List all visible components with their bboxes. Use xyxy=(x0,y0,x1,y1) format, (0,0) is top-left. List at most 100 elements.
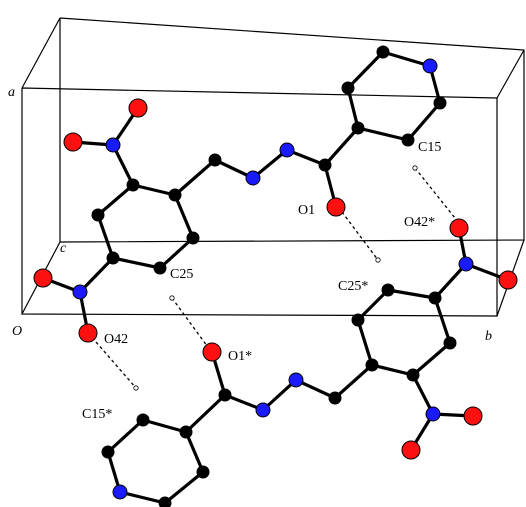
bond xyxy=(370,363,415,377)
atom-c xyxy=(406,368,420,382)
bond xyxy=(141,418,188,434)
atom-c xyxy=(433,96,447,110)
bond xyxy=(131,183,177,197)
label-o1-star: O1* xyxy=(228,349,252,364)
nitrogen-atoms xyxy=(72,58,474,500)
bond xyxy=(106,418,145,454)
atom-h xyxy=(133,385,139,391)
atom-labels: C15 O1 O42* C25 C25* O42 O1* C15* xyxy=(82,140,441,422)
atom-o1-star xyxy=(202,342,222,362)
atom-c xyxy=(351,313,365,327)
atom-o1 xyxy=(326,197,346,217)
carbon-atoms xyxy=(91,45,457,507)
atom-n xyxy=(255,402,271,418)
hbond-c25-o1star xyxy=(171,297,211,351)
bond xyxy=(346,86,360,130)
atom-n xyxy=(112,484,128,500)
atom-c xyxy=(365,358,379,372)
label-c25: C25 xyxy=(170,267,193,282)
atom-c xyxy=(91,208,105,222)
bond xyxy=(346,50,385,90)
atom-o xyxy=(498,270,518,290)
bond xyxy=(173,158,217,197)
atom-c xyxy=(341,81,355,95)
bond xyxy=(96,183,135,217)
label-o42: O42 xyxy=(104,332,128,347)
axis-labels: a c O b xyxy=(8,85,492,344)
atom-c xyxy=(101,445,115,459)
atom-o xyxy=(33,268,53,288)
atom-c xyxy=(106,251,120,265)
cell-back-face xyxy=(59,17,525,243)
bond xyxy=(433,296,452,345)
atom-c xyxy=(218,388,232,402)
bond xyxy=(78,256,115,294)
axis-label-origin: O xyxy=(12,324,22,339)
oxygen-atoms xyxy=(33,98,518,460)
atom-o xyxy=(63,132,83,152)
label-c15: C15 xyxy=(418,140,441,155)
atom-h xyxy=(412,165,418,171)
atom-n xyxy=(422,58,438,74)
atom-c25 xyxy=(153,261,167,275)
atom-n xyxy=(245,170,261,186)
bond xyxy=(433,262,468,300)
axis-label-a: a xyxy=(8,85,15,100)
bond xyxy=(356,126,410,142)
axis-label-c: c xyxy=(60,241,67,256)
bond xyxy=(411,341,452,377)
atom-c xyxy=(428,291,442,305)
atom-c xyxy=(179,425,193,439)
bond xyxy=(111,256,162,270)
axis-label-b: b xyxy=(485,329,492,344)
atom-n xyxy=(458,256,474,272)
atom-o xyxy=(128,98,148,118)
hbond-o42-c15star xyxy=(95,341,137,389)
bonds xyxy=(41,50,510,505)
hydrogen-bonds xyxy=(95,167,456,389)
atom-o42-star xyxy=(449,218,469,238)
atom-c xyxy=(168,188,182,202)
bond xyxy=(323,126,360,167)
label-o42-star: O42* xyxy=(404,215,435,230)
atom-o xyxy=(401,440,421,460)
atom-c15-star xyxy=(136,413,150,427)
atom-n xyxy=(105,137,121,153)
hbond-c15-o42star xyxy=(414,167,456,219)
bond xyxy=(118,490,167,505)
bond xyxy=(163,470,205,505)
atom-n xyxy=(279,142,295,158)
atom-o xyxy=(463,406,483,426)
atom-c xyxy=(376,45,390,59)
cell-edge-2 xyxy=(496,49,525,99)
bond xyxy=(356,318,374,367)
label-c15-star: C15* xyxy=(82,407,112,422)
label-o1: O1 xyxy=(298,203,315,218)
atom-c xyxy=(186,231,200,245)
atom-c xyxy=(126,178,140,192)
atom-c xyxy=(318,158,332,172)
atom-c xyxy=(443,336,457,350)
atom-c xyxy=(351,121,365,135)
bond xyxy=(406,101,442,142)
atom-n xyxy=(288,372,304,388)
atom-n xyxy=(72,284,88,300)
hydrogen-atoms xyxy=(133,165,418,391)
label-c25-star: C25* xyxy=(338,279,368,294)
atom-c xyxy=(158,496,172,507)
atom-c25-star xyxy=(381,283,395,297)
atom-n xyxy=(425,406,441,422)
bond xyxy=(333,363,374,400)
atom-o42 xyxy=(78,323,98,343)
cell-front-face xyxy=(21,87,498,317)
atom-c xyxy=(328,391,342,405)
bond xyxy=(96,213,115,260)
atom-h xyxy=(169,295,175,301)
atom-c xyxy=(196,465,210,479)
bond xyxy=(184,393,227,434)
bond xyxy=(173,193,195,240)
cell-edge-1 xyxy=(21,17,61,89)
bond xyxy=(184,430,205,474)
unit-cell xyxy=(21,17,525,317)
bond xyxy=(356,288,390,322)
